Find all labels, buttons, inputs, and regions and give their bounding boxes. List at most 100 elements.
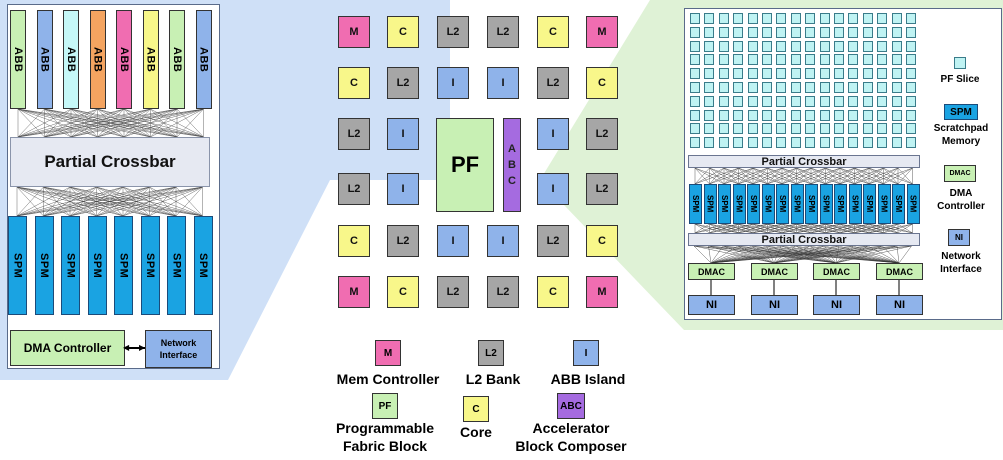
arrow-right-icon: ▶ bbox=[139, 343, 146, 352]
wire bbox=[896, 245, 900, 264]
pf-slice bbox=[891, 13, 902, 24]
wire bbox=[809, 245, 900, 264]
wire bbox=[69, 186, 203, 217]
pf-slice bbox=[733, 54, 744, 66]
wire bbox=[709, 223, 754, 234]
wire bbox=[710, 245, 898, 264]
abb-block: ABB bbox=[195, 10, 212, 109]
pf-slice bbox=[906, 13, 916, 24]
wire bbox=[709, 167, 754, 185]
pf-slice bbox=[704, 95, 715, 107]
pf-slice bbox=[733, 109, 744, 121]
grid-tile-l2: L2 bbox=[537, 67, 569, 99]
pf-slice bbox=[805, 82, 816, 93]
pf-slice bbox=[877, 95, 888, 107]
pf-slice bbox=[891, 26, 902, 38]
spm-label: SPM bbox=[38, 252, 50, 279]
pf-slice bbox=[718, 54, 729, 66]
pf-slice bbox=[776, 13, 787, 24]
wire bbox=[882, 245, 900, 264]
wire bbox=[752, 167, 797, 185]
right-partial-crossbar-bottom: Partial Crossbar bbox=[688, 233, 920, 246]
pf-slice bbox=[704, 123, 715, 135]
pf-slice bbox=[834, 26, 844, 38]
legend-pf-line1: Programmable bbox=[335, 420, 435, 436]
wire bbox=[738, 223, 783, 234]
wire bbox=[693, 245, 837, 264]
grid-tile-i: I bbox=[487, 67, 519, 99]
ni-block: NI bbox=[751, 295, 798, 315]
wire bbox=[835, 245, 912, 264]
pf-slice bbox=[790, 137, 801, 149]
pf-slice bbox=[891, 68, 902, 80]
wire bbox=[773, 245, 912, 264]
wire bbox=[16, 186, 71, 217]
wire bbox=[708, 245, 775, 264]
wire bbox=[825, 223, 855, 234]
grid-tile-i: I bbox=[537, 118, 569, 150]
pf-slice bbox=[848, 123, 859, 135]
grid-tile-l2: L2 bbox=[537, 225, 569, 257]
legend-ni-line1: Network bbox=[941, 251, 981, 262]
pf-slice bbox=[718, 13, 729, 24]
wire bbox=[70, 108, 204, 138]
legend-swatch-core: C bbox=[463, 396, 489, 422]
legend-dmac-line2: Controller bbox=[937, 201, 985, 212]
wire bbox=[737, 245, 775, 264]
wire bbox=[710, 245, 854, 264]
pf-slice bbox=[834, 137, 844, 149]
spm-label: SPM bbox=[117, 252, 130, 279]
wire bbox=[810, 167, 841, 185]
wire bbox=[767, 223, 812, 234]
pf-slice bbox=[733, 13, 744, 24]
pf-slice bbox=[762, 54, 772, 66]
wire bbox=[766, 245, 900, 264]
pf-slice bbox=[819, 109, 830, 121]
spm-block: SPM bbox=[87, 216, 107, 315]
pf-slice bbox=[762, 40, 772, 52]
pf-slice bbox=[862, 95, 873, 107]
wire bbox=[809, 245, 837, 264]
wire bbox=[97, 108, 204, 138]
right-spm-block: SPM bbox=[689, 184, 702, 224]
right-spm-block: SPM bbox=[761, 184, 775, 224]
pf-slice bbox=[776, 26, 787, 38]
pf-slice bbox=[747, 137, 758, 149]
pf-slice bbox=[819, 40, 830, 52]
pf-slice bbox=[718, 82, 729, 93]
grid-tile-l2: L2 bbox=[586, 173, 618, 205]
wire bbox=[16, 186, 124, 217]
grid-tile-c: C bbox=[338, 225, 370, 257]
grid-tile-c: C bbox=[387, 16, 419, 48]
wire bbox=[767, 167, 812, 185]
wire bbox=[853, 245, 900, 264]
pf-slice bbox=[790, 109, 801, 121]
pf-slice bbox=[848, 54, 859, 66]
wire bbox=[723, 223, 754, 234]
spm-block: SPM bbox=[34, 216, 54, 315]
wire bbox=[781, 167, 812, 185]
ni-block: NI bbox=[688, 295, 735, 315]
pf-slice bbox=[718, 95, 729, 107]
wire bbox=[123, 108, 204, 138]
wire bbox=[868, 167, 899, 185]
pf-slice bbox=[690, 82, 700, 93]
wire bbox=[796, 167, 826, 185]
wire bbox=[16, 186, 44, 217]
right-spm-label: SPM bbox=[894, 195, 903, 213]
pf-slice bbox=[877, 26, 888, 38]
pf-slice bbox=[805, 13, 816, 24]
pf-slice bbox=[906, 95, 916, 107]
right-spm-label: SPM bbox=[865, 195, 874, 213]
right-spm-label: SPM bbox=[705, 195, 715, 213]
right-spm-block: SPM bbox=[834, 184, 847, 224]
pf-slice bbox=[747, 95, 758, 107]
grid-tile-l2: L2 bbox=[437, 16, 469, 48]
abb-block: ABB bbox=[63, 10, 79, 109]
pf-slice bbox=[776, 137, 787, 149]
legend-swatch-island: I bbox=[573, 340, 599, 366]
pf-slice bbox=[891, 82, 902, 93]
